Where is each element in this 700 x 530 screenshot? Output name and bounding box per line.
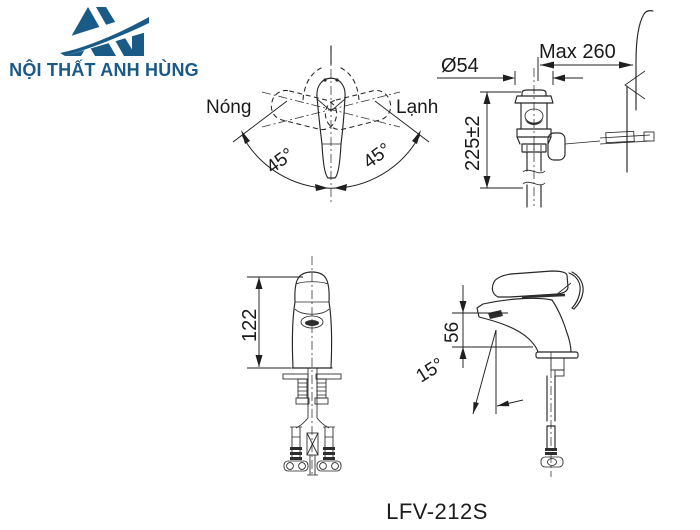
faucet-front-view: 122 <box>239 256 342 477</box>
angle-right-label: 45° <box>360 139 396 173</box>
front-height-label: 122 <box>239 309 261 342</box>
drain-assembly-view: Ø54 Max 260 225±2 <box>437 10 655 208</box>
hot-label: Nóng <box>206 97 251 118</box>
drain-diameter-label: Ø54 <box>441 55 479 77</box>
faucet-side-view: 56 15° <box>413 270 584 477</box>
spout-angle-label: 15° <box>413 354 448 387</box>
ah-monogram-icon <box>58 7 150 58</box>
handle-top-view: Nóng Lạnh 45° 45° <box>206 45 438 205</box>
spout-height-label: 56 <box>442 322 463 343</box>
cold-label: Lạnh <box>396 97 438 118</box>
max-reach-label: Max 260 <box>539 41 616 63</box>
brand-text: NỘI THẤT ANH HÙNG <box>9 60 199 80</box>
brand-logo: NỘI THẤT ANH HÙNG <box>8 2 200 90</box>
angle-left-label: 45° <box>263 144 299 178</box>
model-label: LFV-212S <box>386 499 488 524</box>
drain-height-label: 225±2 <box>462 116 484 171</box>
